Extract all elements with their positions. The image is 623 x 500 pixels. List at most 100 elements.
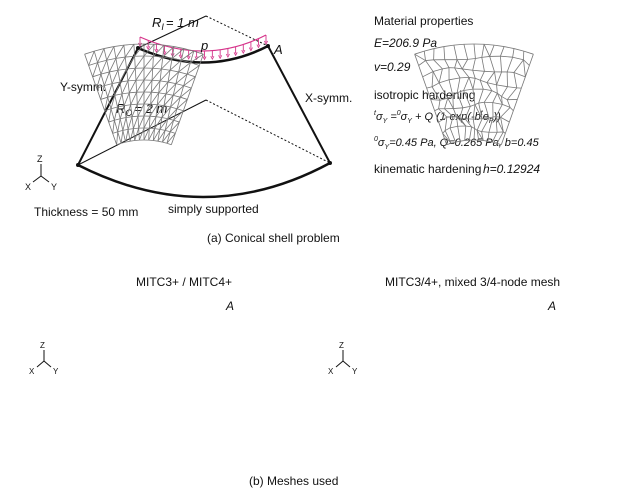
mesh-edge-radial — [489, 56, 495, 72]
mesh-edge-circumferential — [115, 56, 126, 59]
mesh-edge-circumferential — [183, 85, 192, 89]
triad-a-y-axis — [40, 175, 50, 183]
mesh-edge-radial — [132, 128, 136, 141]
mesh-edge-diagonal — [109, 58, 117, 73]
inner-radius-line — [137, 15, 207, 49]
mesh-edge-radial — [134, 56, 136, 69]
mesh-edge-radial — [448, 79, 454, 96]
mesh-edge-radial — [438, 121, 444, 134]
mesh-edge-circumferential — [474, 102, 479, 106]
mesh-left-mitc3-mitc4 — [84, 43, 204, 146]
mesh-edge-circumferential — [159, 128, 166, 131]
mesh-edge-diagonal — [104, 97, 109, 111]
mesh-edge-circumferential — [426, 86, 433, 89]
coordinate-triad-b-left — [36, 350, 52, 368]
mesh-edge-circumferential — [117, 68, 127, 71]
mesh-edge-radial — [100, 74, 105, 86]
mesh-edge-diagonal — [143, 115, 151, 129]
mesh-edge-radial — [169, 120, 175, 132]
mesh-edge-radial — [473, 128, 476, 141]
iso-law-eq: = — [387, 111, 397, 123]
mesh-edge-circumferential — [154, 43, 165, 46]
mesh-edge-radial — [96, 87, 102, 100]
iso-law-pre: t — [374, 110, 377, 117]
mesh-edge-radial — [117, 131, 122, 144]
mesh-edge-radial — [103, 48, 108, 61]
mesh-edge-circumferential — [483, 88, 492, 92]
support-label: simply supported — [168, 202, 259, 216]
mesh-edge-circumferential — [113, 44, 124, 47]
mesh-edge-diagonal — [150, 92, 160, 105]
kinematic-value: h=0.12924 — [483, 162, 540, 176]
mesh-edge-circumferential — [157, 104, 165, 107]
mesh-edge-diagonal — [100, 85, 105, 100]
mesh-edge-circumferential — [97, 59, 107, 64]
mesh-edge-circumferential — [88, 62, 98, 66]
mesh-edge-circumferential — [523, 59, 530, 66]
mesh-edge-radial — [520, 76, 526, 89]
mesh-edge-circumferential — [175, 83, 184, 87]
mesh-edge-diagonal — [162, 131, 171, 143]
mesh-edge-circumferential — [181, 59, 191, 64]
mesh-edge-radial — [481, 57, 485, 72]
mesh-edge-circumferential — [452, 92, 458, 96]
mesh-right-mixed — [414, 43, 534, 146]
mesh-edge-circumferential — [475, 57, 482, 59]
mesh-edge-radial — [111, 83, 116, 96]
mesh-edge-radial — [464, 106, 471, 119]
mesh-edge-diagonal — [173, 110, 184, 121]
mesh-edge-diagonal — [153, 44, 165, 57]
node-outer-left — [76, 163, 80, 167]
mesh-edge-radial — [115, 58, 119, 71]
mesh-edge-circumferential — [160, 80, 169, 83]
mesh-edge-circumferential — [474, 128, 478, 131]
triad-bl-y-label: Y — [53, 367, 59, 376]
mesh-edge-circumferential — [126, 67, 136, 70]
mesh-edge-circumferential — [481, 56, 490, 58]
mesh-edge-radial — [92, 76, 98, 89]
mesh-edge-diagonal — [127, 116, 133, 130]
mesh-edge-diagonal — [163, 95, 174, 106]
node-point-a — [266, 44, 270, 48]
mesh-edge-radial — [476, 130, 480, 141]
mesh-edge-radial — [501, 86, 508, 97]
iso-law-eps: e — [483, 111, 489, 123]
mesh-edge-diagonal — [123, 92, 130, 106]
mesh-edge-radial — [179, 85, 185, 98]
mesh-edge-radial — [112, 133, 118, 145]
r-inner-subscript: I — [161, 22, 164, 32]
mesh-edge-circumferential — [501, 96, 508, 101]
coordinate-triad-a — [32, 164, 50, 183]
mesh-edge-circumferential — [500, 116, 510, 123]
mesh-edge-circumferential — [108, 119, 115, 123]
mesh-edge-circumferential — [467, 58, 476, 60]
mesh-edge-diagonal — [175, 73, 188, 84]
iso-params-rest: =0.45 Pa, Q=0.265 Pa, b=0.45 — [389, 137, 539, 149]
mesh-edge-circumferential — [494, 44, 505, 47]
mesh-edge-radial — [127, 129, 131, 142]
mesh-edge-circumferential — [502, 104, 511, 108]
mesh-edge-radial — [127, 80, 130, 93]
mesh-edge-circumferential — [151, 91, 159, 94]
mesh-edge-radial — [456, 116, 459, 127]
mesh-edge-radial — [472, 78, 476, 90]
mesh-edge-radial — [158, 80, 161, 93]
mesh-edge-diagonal — [172, 85, 184, 96]
mesh-edge-radial — [171, 46, 175, 59]
mesh-edge-radial — [167, 70, 171, 83]
mesh-edge-radial — [128, 92, 132, 105]
properties-heading: Material properties — [374, 14, 473, 28]
mesh-edge-diagonal — [117, 93, 123, 108]
mesh-edge-radial — [449, 127, 456, 143]
mesh-edge-circumferential — [162, 56, 173, 59]
mesh-edge-circumferential — [120, 141, 126, 144]
mesh-edge-circumferential — [178, 71, 188, 75]
mesh-edge-circumferential — [173, 119, 180, 123]
pressure-label: p — [200, 38, 208, 53]
mesh-edge-radial — [501, 96, 503, 105]
mesh-edge-radial — [486, 82, 493, 91]
mesh-edge-circumferential — [150, 103, 158, 106]
mesh-edge-radial — [123, 105, 127, 118]
mesh-edge-radial — [444, 117, 448, 131]
mesh-edge-diagonal — [157, 93, 167, 106]
